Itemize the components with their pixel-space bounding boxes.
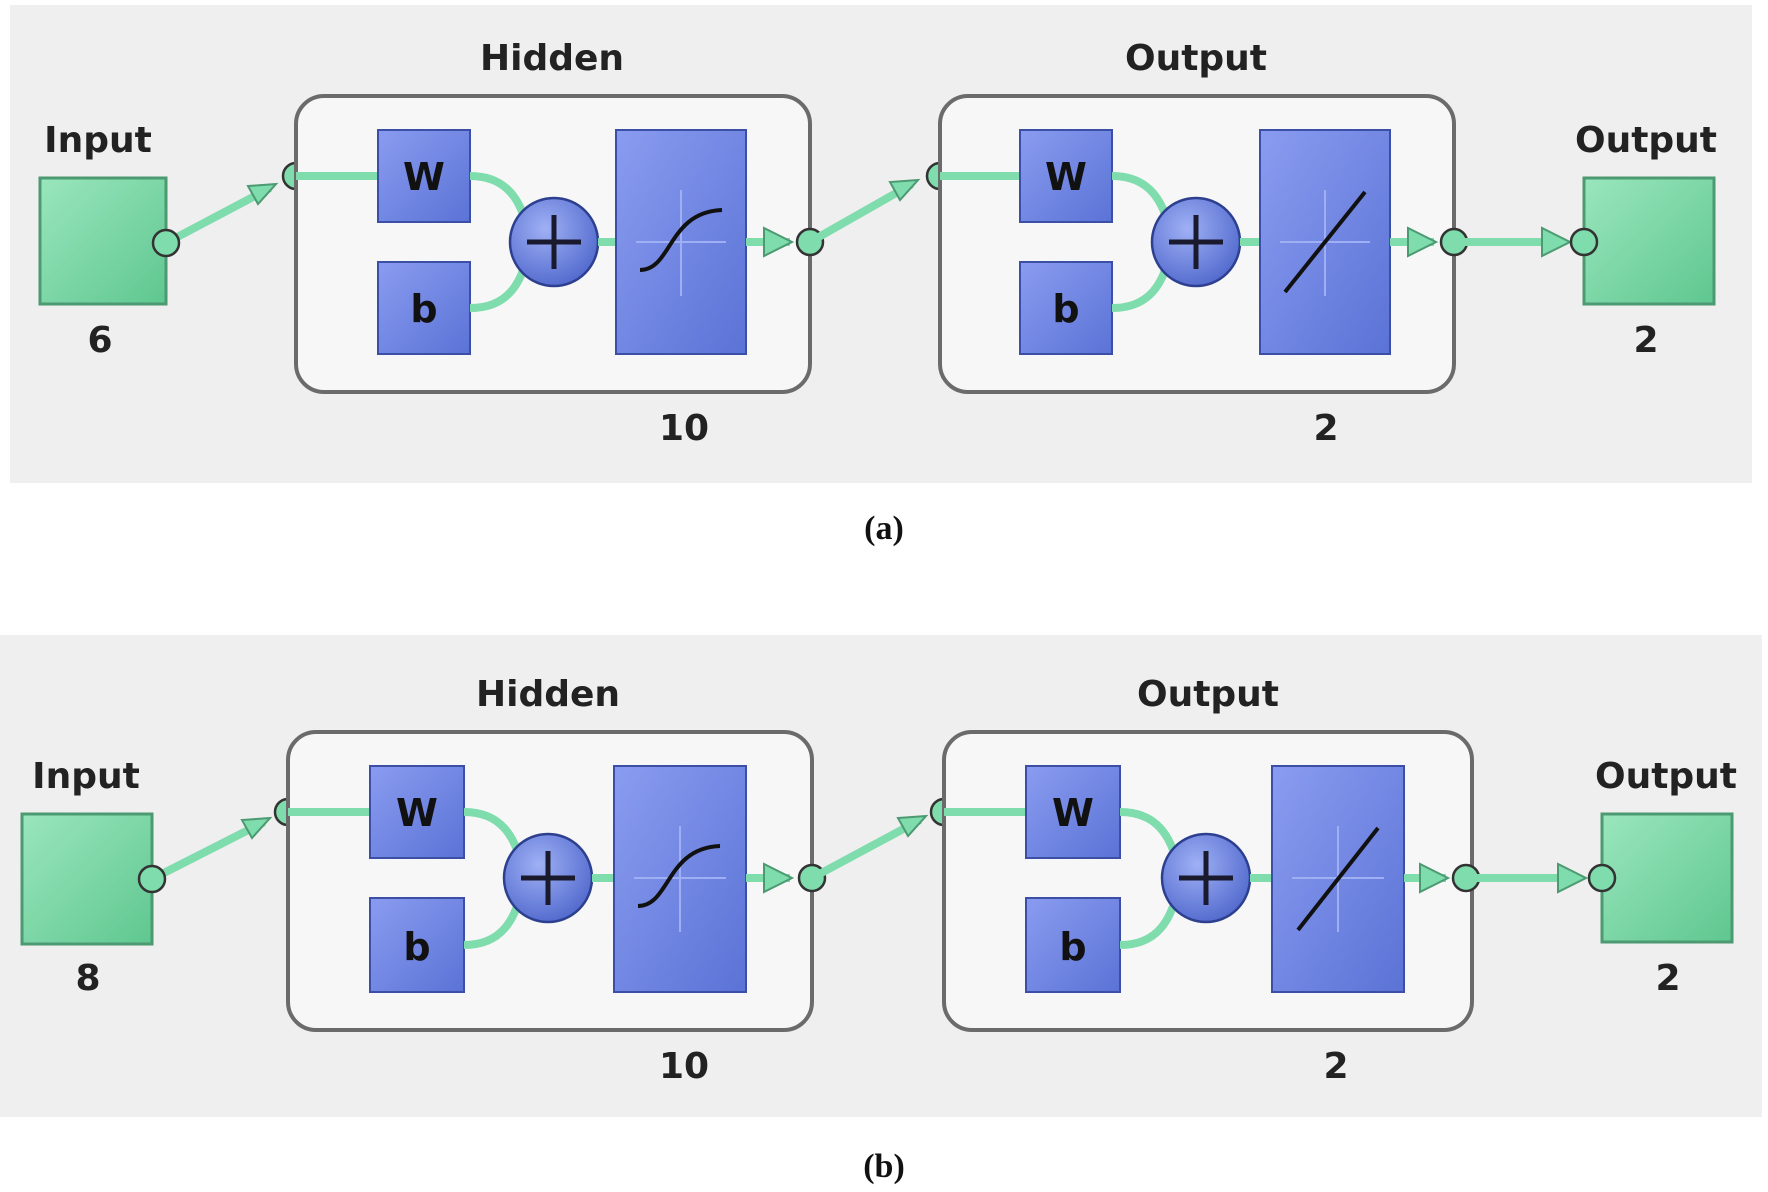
junction-dot bbox=[137, 864, 167, 894]
linear-line-icon bbox=[1283, 190, 1367, 294]
arrowhead bbox=[1407, 226, 1439, 258]
input-label: Input bbox=[44, 120, 152, 161]
output-weight-label: W bbox=[1045, 155, 1087, 199]
output-size: 2 bbox=[1633, 320, 1658, 361]
hidden-bias-block bbox=[369, 897, 465, 993]
caption-a: (a) bbox=[864, 510, 904, 547]
plus-sign bbox=[1169, 215, 1223, 269]
junction-dot bbox=[151, 228, 181, 258]
connector-input-hidden bbox=[150, 818, 266, 883]
sigmoid-curve-icon bbox=[637, 844, 721, 908]
arrowhead bbox=[763, 226, 795, 258]
arrowhead bbox=[1541, 226, 1573, 258]
network-diagram-a: Input 6 Hidden 10 W b Output 2 W b bbox=[0, 0, 1768, 520]
connector-to-output-layer bbox=[808, 180, 914, 246]
hidden-weight-label: W bbox=[403, 155, 445, 199]
output-node bbox=[1582, 176, 1716, 306]
arrowhead bbox=[763, 862, 795, 894]
arrowhead-input-hidden bbox=[240, 816, 273, 840]
output-bias-block bbox=[1019, 261, 1113, 355]
output-label: Output bbox=[1575, 120, 1717, 161]
input-label: Input bbox=[32, 756, 140, 797]
output-label: Output bbox=[1595, 756, 1737, 797]
network-diagram-b: Input 8 Hidden 10 W b Output 2 W b Outpu… bbox=[0, 630, 1768, 1150]
hidden-layer-size: 10 bbox=[659, 1046, 709, 1087]
junction-dot bbox=[1587, 863, 1617, 893]
output-weight-label: W bbox=[1052, 791, 1094, 835]
input-size: 8 bbox=[75, 958, 100, 999]
caption-b: (b) bbox=[863, 1148, 905, 1185]
output-node bbox=[1600, 812, 1734, 944]
output-bias-label: b bbox=[1052, 287, 1079, 331]
output-layer-size: 2 bbox=[1313, 408, 1338, 449]
arrowhead-input-hidden bbox=[246, 182, 279, 206]
output-layer-title: Output bbox=[1125, 38, 1267, 79]
output-bias-block bbox=[1025, 897, 1121, 993]
connector-to-output-layer bbox=[810, 816, 922, 882]
hidden-weight-label: W bbox=[396, 791, 438, 835]
hidden-bias-label: b bbox=[403, 925, 430, 969]
arrowhead bbox=[1557, 862, 1589, 894]
hidden-bias-block bbox=[377, 261, 471, 355]
output-layer-title: Output bbox=[1137, 674, 1279, 715]
output-size: 2 bbox=[1655, 958, 1680, 999]
plus-sign bbox=[527, 215, 581, 269]
input-node bbox=[20, 812, 154, 946]
plus-sign bbox=[521, 851, 575, 905]
hidden-layer-size: 10 bbox=[659, 408, 709, 449]
input-node bbox=[38, 176, 168, 306]
output-bias-label: b bbox=[1059, 925, 1086, 969]
arrowhead bbox=[888, 178, 921, 202]
hidden-bias-label: b bbox=[410, 287, 437, 331]
arrowhead bbox=[1419, 862, 1451, 894]
hidden-layer-title: Hidden bbox=[480, 38, 624, 79]
hidden-weight-block bbox=[369, 765, 465, 859]
output-layer-size: 2 bbox=[1323, 1046, 1348, 1087]
arrowhead bbox=[896, 814, 929, 838]
connector-input-hidden bbox=[164, 184, 272, 247]
junction-dot bbox=[1569, 227, 1599, 257]
hidden-layer-title: Hidden bbox=[476, 674, 620, 715]
transfer-crosshair bbox=[634, 826, 726, 932]
transfer-crosshair bbox=[636, 190, 726, 296]
linear-line-icon bbox=[1296, 826, 1380, 932]
output-weight-block bbox=[1019, 129, 1113, 223]
input-size: 6 bbox=[87, 320, 112, 361]
plus-sign bbox=[1179, 851, 1233, 905]
sigmoid-curve-icon bbox=[639, 208, 723, 272]
